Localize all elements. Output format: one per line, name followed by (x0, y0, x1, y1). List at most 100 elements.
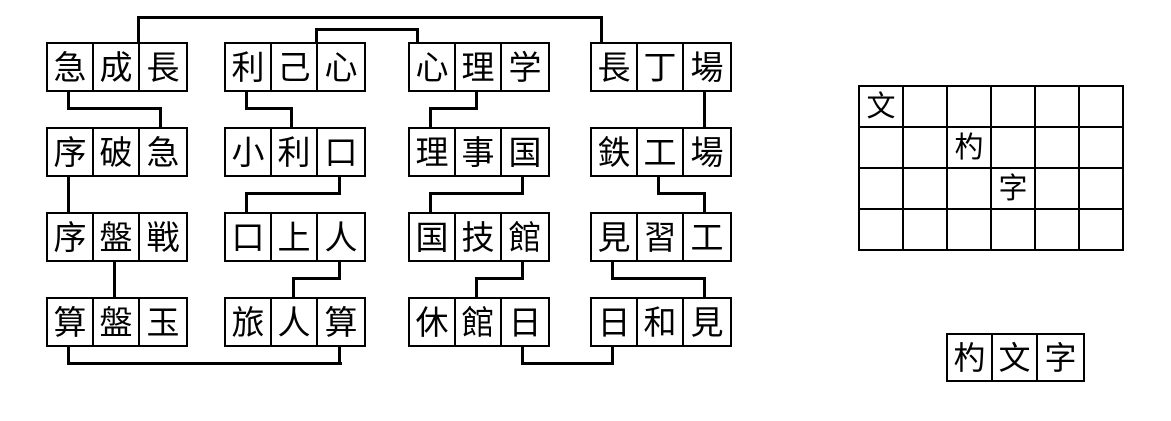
word-cell: 己 (272, 44, 318, 90)
word-cell: 利 (226, 44, 272, 90)
connector-segment (245, 192, 341, 195)
word-box[interactable]: 序 盤 戦 (46, 212, 188, 262)
connector-segment (245, 192, 248, 214)
word-box[interactable]: 理 事 国 (408, 127, 550, 177)
answer-grid-cell[interactable] (860, 169, 904, 210)
connector-segment (245, 107, 293, 110)
connector-segment (611, 257, 614, 279)
answer-grid-cell[interactable] (1080, 128, 1124, 169)
answer-grid-row: 杓 (860, 128, 1124, 169)
answer-grid-cell[interactable] (1036, 210, 1080, 251)
word-cell: 破 (94, 129, 140, 175)
word-cell: 見 (684, 299, 730, 345)
word-box[interactable]: 序 破 急 (46, 127, 188, 177)
word-box[interactable]: 口 上 人 (224, 212, 366, 262)
word-cell: 算 (318, 299, 364, 345)
connector-segment (245, 87, 248, 109)
word-cell: 序 (48, 214, 94, 260)
connector-segment (521, 257, 524, 279)
word-cell: 心 (410, 44, 456, 90)
word-box[interactable]: 日 和 見 (590, 297, 732, 347)
connector-segment (703, 277, 706, 299)
word-box[interactable]: 国 技 館 (408, 212, 550, 262)
word-cell: 場 (684, 44, 730, 90)
word-cell: 人 (272, 299, 318, 345)
word-cell: 工 (638, 129, 684, 175)
answer-grid-cell[interactable] (860, 128, 904, 169)
connector-segment (521, 172, 524, 194)
connector-segment (338, 342, 341, 364)
answer-grid-cell[interactable] (948, 210, 992, 251)
word-cell: 場 (684, 129, 730, 175)
word-cell: 成 (94, 44, 140, 90)
answer-grid[interactable]: 文 杓 字 (858, 85, 1124, 251)
answer-grid-cell[interactable] (904, 87, 948, 128)
connector-segment (475, 277, 478, 299)
word-box[interactable]: 急 成 長 (46, 42, 188, 92)
connector-segment (137, 16, 140, 44)
word-box[interactable]: 利 己 心 (224, 42, 366, 92)
answer-grid-cell[interactable] (1036, 169, 1080, 210)
word-cell: 急 (140, 129, 186, 175)
answer-grid-cell[interactable] (992, 87, 1036, 128)
answer-grid-cell[interactable]: 字 (992, 169, 1036, 210)
answer-grid-cell[interactable] (904, 128, 948, 169)
word-cell: 旅 (226, 299, 272, 345)
word-cell: 日 (592, 299, 638, 345)
answer-grid-cell[interactable] (1080, 169, 1124, 210)
word-box[interactable]: 見 習 工 (590, 212, 732, 262)
word-cell: 休 (410, 299, 456, 345)
word-box[interactable]: 旅 人 算 (224, 297, 366, 347)
word-cell: 心 (318, 44, 364, 90)
word-cell: 盤 (94, 214, 140, 260)
word-box[interactable]: 算 盤 玉 (46, 297, 188, 347)
answer-grid-cell[interactable] (1036, 87, 1080, 128)
connector-segment (113, 257, 116, 299)
word-box[interactable]: 長 丁 場 (590, 42, 732, 92)
word-box[interactable]: 休 館 日 (408, 297, 550, 347)
answer-grid-cell[interactable] (992, 210, 1036, 251)
word-cell: 理 (456, 44, 502, 90)
answer-grid-cell[interactable]: 杓 (948, 128, 992, 169)
answer-grid-row: 文 (860, 87, 1124, 128)
word-cell: 長 (140, 44, 186, 90)
word-cell: 館 (456, 299, 502, 345)
word-cell: 事 (456, 129, 502, 175)
answer-grid-cell[interactable] (948, 169, 992, 210)
word-cell: 丁 (638, 44, 684, 90)
word-cell: 算 (48, 299, 94, 345)
connector-segment (429, 107, 432, 129)
word-cell: 上 (272, 214, 318, 260)
solution-word-box[interactable]: 杓 文 字 (946, 333, 1085, 382)
word-cell: 口 (318, 129, 364, 175)
word-box[interactable]: 鉄 工 場 (590, 127, 732, 177)
connector-segment (611, 277, 706, 280)
connector-segment (159, 107, 162, 129)
answer-grid-cell[interactable] (904, 169, 948, 210)
answer-grid-cell[interactable] (904, 210, 948, 251)
word-cell: 小 (226, 129, 272, 175)
answer-grid-cell[interactable] (948, 87, 992, 128)
connector-segment (338, 172, 341, 194)
word-box[interactable]: 小 利 口 (224, 127, 366, 177)
answer-grid-cell[interactable] (1080, 210, 1124, 251)
answer-grid-cell[interactable]: 文 (860, 87, 904, 128)
connector-segment (338, 257, 341, 279)
answer-grid-cell[interactable] (860, 210, 904, 251)
word-cell: 技 (456, 214, 502, 260)
answer-grid-cell[interactable] (1080, 87, 1124, 128)
connector-segment (292, 277, 341, 280)
word-box[interactable]: 心 理 学 (408, 42, 550, 92)
connector-segment (292, 277, 295, 299)
word-cell: 見 (592, 214, 638, 260)
answer-grid-cell[interactable] (992, 128, 1036, 169)
connector-segment (137, 16, 603, 19)
connector-segment (315, 28, 419, 31)
word-cell: 盤 (94, 299, 140, 345)
answer-grid-cell[interactable] (1036, 128, 1080, 169)
word-cell: 学 (502, 44, 548, 90)
solution-word-cell: 文 (993, 335, 1038, 380)
word-cell: 玉 (140, 299, 186, 345)
connector-segment (315, 28, 318, 44)
